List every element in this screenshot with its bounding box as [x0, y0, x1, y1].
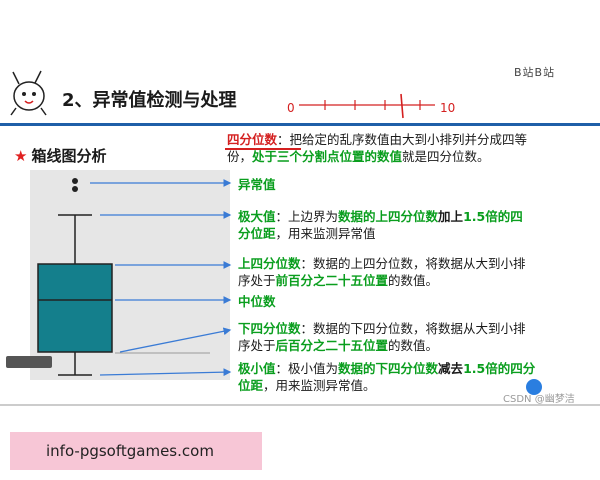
iqr-box [37, 263, 113, 353]
label-max: 极大值：上边界为数据的上四分位数加上1.5倍的四 分位距，用来监测异常值 [238, 209, 523, 241]
slide-bottom-border [0, 404, 600, 406]
slide-title: 2、异常值检测与处理 [62, 90, 237, 111]
banner-text[interactable]: info-pgsoftgames.com [46, 442, 214, 460]
number-line-right: 10 [440, 101, 455, 115]
red-underline [225, 148, 301, 150]
mini-toolbar[interactable] [6, 356, 52, 368]
title-rule [0, 123, 600, 126]
play-badge[interactable] [526, 379, 542, 395]
quartile-definition: 四分位数：把给定的乱序数值由大到小排列并分成四等 份，处于三个分割点位置的数值就… [227, 132, 528, 164]
star-icon: ★ [14, 147, 28, 165]
banner-box[interactable] [10, 432, 262, 470]
label-median: 中位数 [238, 294, 276, 309]
mascot-icon [10, 70, 47, 116]
watermark: CSDN @幽梦洁 [503, 394, 575, 405]
label-outlier: 异常值 [238, 177, 276, 192]
outlier-point [72, 178, 78, 184]
number-line-left: 0 [287, 101, 295, 115]
outlier-point [72, 186, 78, 192]
boxplot-heading: ★箱线图分析 [14, 147, 107, 165]
number-line-sketch: 0 10 [287, 93, 455, 119]
boxplot [37, 178, 210, 376]
label-lower-quartile: 下四分位数：数据的下四分位数，将数据从大到小排 序处于后百分之二十五位置的数值。 [238, 321, 526, 353]
bilibili-logo: B站B站 [502, 66, 556, 79]
label-upper-quartile: 上四分位数：数据的上四分位数，将数据从大到小排 序处于前百分之二十五位置的数值。 [238, 256, 526, 288]
label-min: 极小值：极小值为数据的下四分位数减去1.5倍的四分 位距，用来监测异常值。 [238, 361, 536, 393]
